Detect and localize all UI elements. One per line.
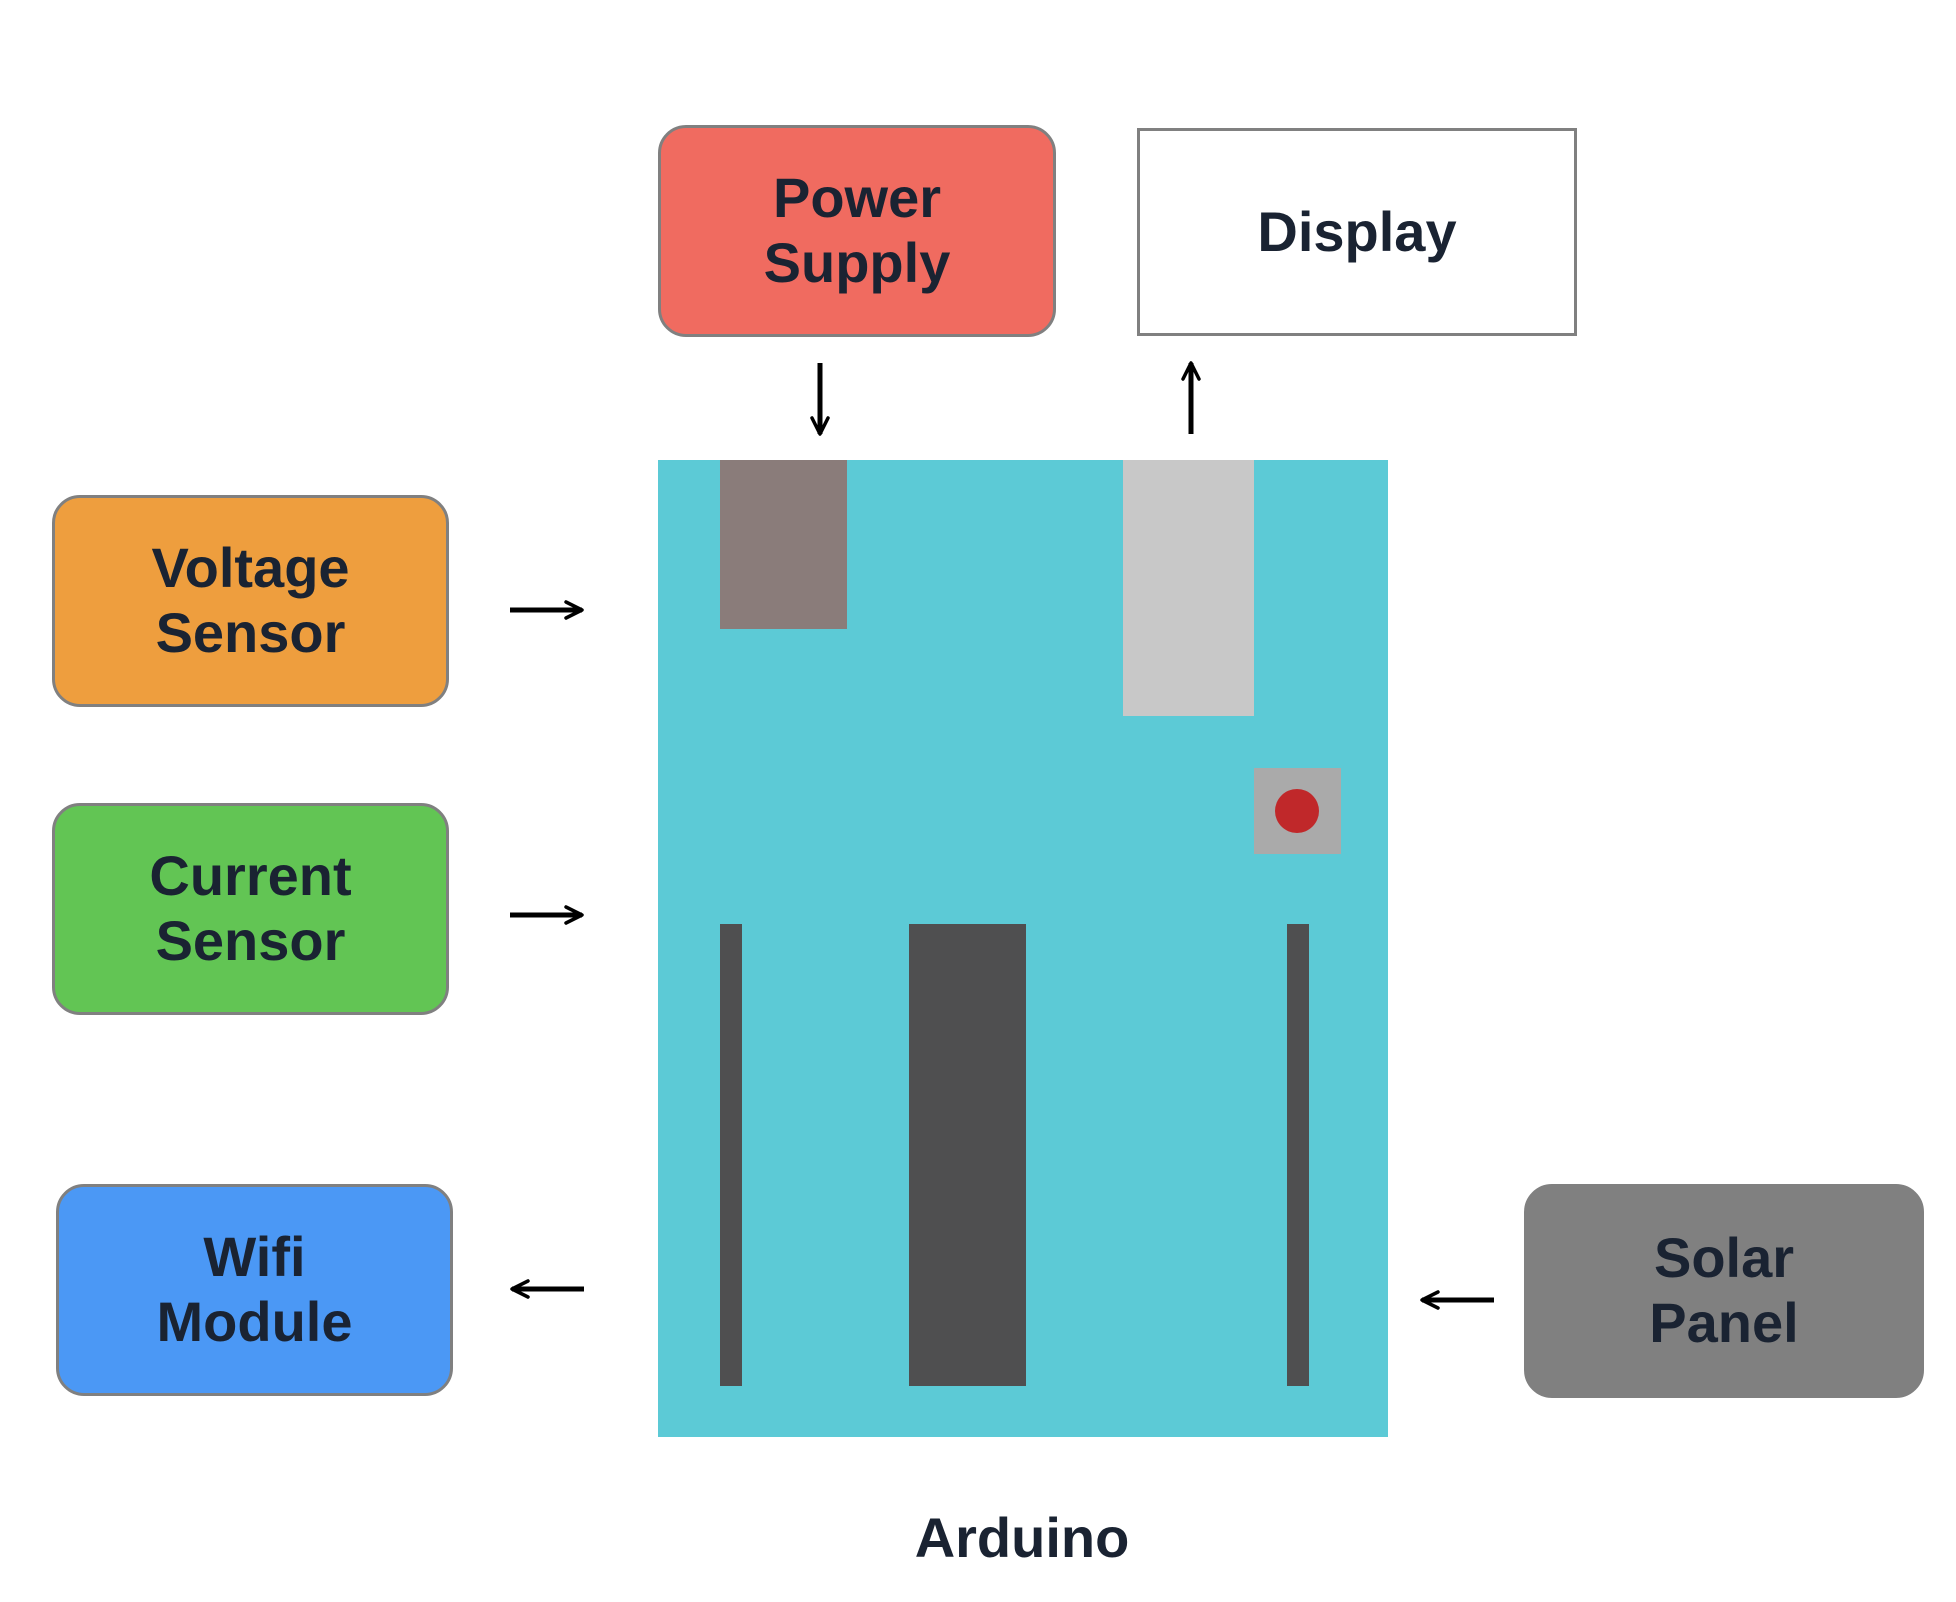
wifi-module-block: Wifi Module [56, 1184, 453, 1396]
microcontroller-chip [909, 924, 1026, 1386]
solar-panel-label: Solar Panel [1649, 1226, 1799, 1354]
reset-button [1275, 789, 1319, 833]
display-block: Display [1137, 128, 1577, 336]
power-jack [720, 460, 847, 629]
arduino-board [658, 460, 1388, 1437]
right-header [1287, 924, 1309, 1386]
voltage-sensor-block: Voltage Sensor [52, 495, 449, 707]
arduino-label: Arduino [914, 1506, 1130, 1569]
power-supply-label: Power Supply [763, 166, 951, 294]
solar-panel-block: Solar Panel [1524, 1184, 1924, 1398]
left-header [720, 924, 742, 1386]
display-label: Display [1257, 199, 1457, 263]
usb-port [1123, 460, 1254, 716]
current-sensor-label: Current Sensor [149, 844, 352, 972]
current-sensor-block: Current Sensor [52, 803, 449, 1015]
power-supply-block: Power Supply [658, 125, 1056, 337]
wifi-module-label: Wifi Module [156, 1225, 353, 1353]
voltage-sensor-label: Voltage Sensor [151, 536, 350, 664]
